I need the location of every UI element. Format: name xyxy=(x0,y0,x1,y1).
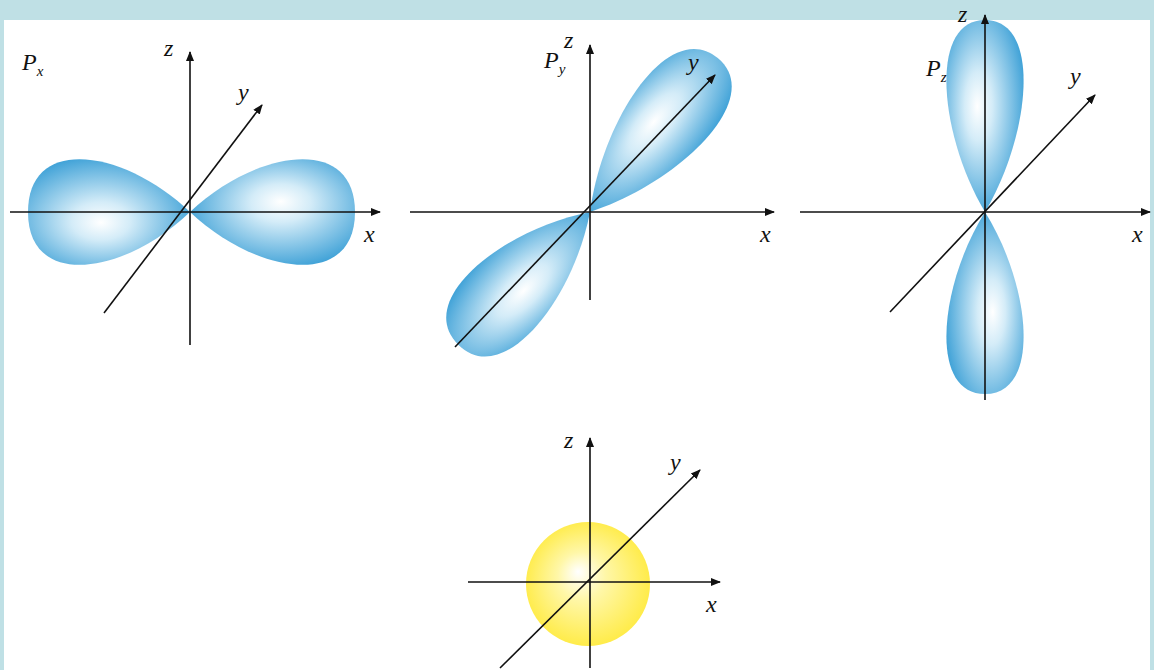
axes xyxy=(10,15,1150,668)
axis-label: y xyxy=(1070,64,1081,88)
axis-label: z xyxy=(958,2,967,26)
orbital-name: Pz xyxy=(926,56,947,80)
axis-label: x xyxy=(364,222,375,246)
s-orbital-sphere xyxy=(526,522,650,646)
axis-label: x xyxy=(706,592,717,616)
axis-label: y xyxy=(670,450,681,474)
axis-label: z xyxy=(564,428,573,452)
axis-label: z xyxy=(164,36,173,60)
axis-label: y xyxy=(688,50,699,74)
axis-label: x xyxy=(1132,222,1143,246)
orbital-name: Px xyxy=(22,50,43,74)
white-panel xyxy=(4,20,1150,670)
orbital-lobes xyxy=(28,20,1024,394)
axis-label: y xyxy=(238,80,249,104)
axis-label: z xyxy=(564,28,573,52)
axis-label: x xyxy=(760,222,771,246)
orbital-name: Py xyxy=(544,48,565,72)
p-orbital-lobe xyxy=(557,31,750,239)
